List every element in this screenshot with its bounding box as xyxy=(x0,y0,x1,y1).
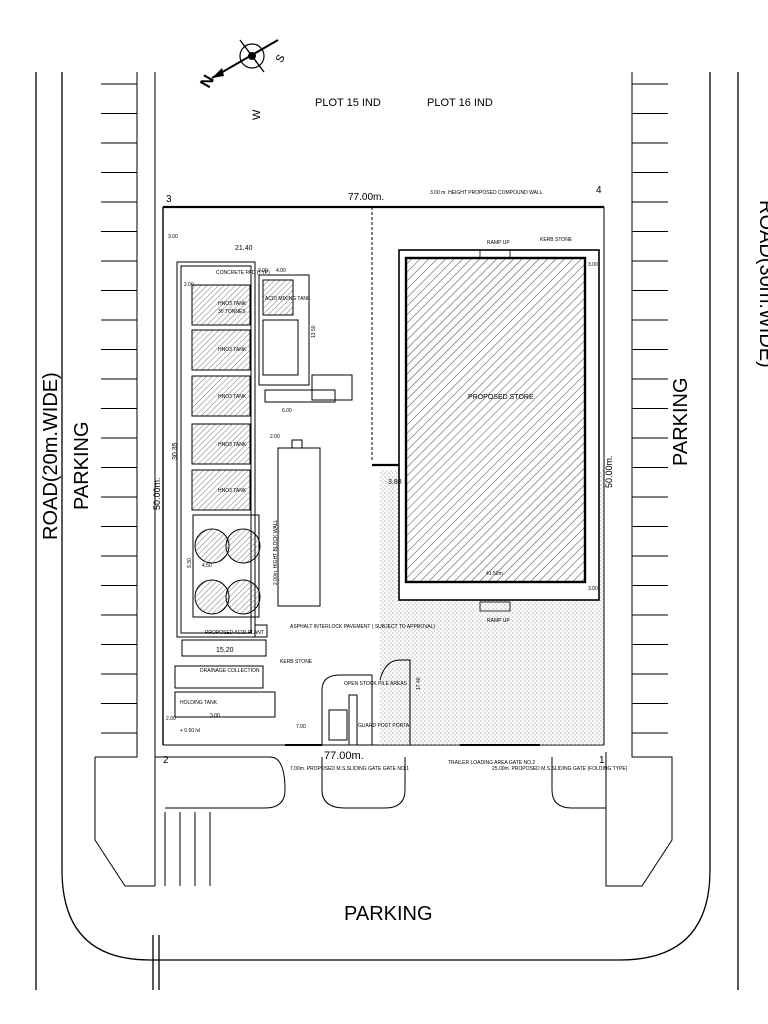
drainage-label: DRAINAGE COLLECTION xyxy=(200,668,260,674)
proposed-store-label: PROPOSED STORE xyxy=(468,394,534,401)
dim-1740: 17.40 xyxy=(416,677,422,690)
tank-2-label: HNO3 TANK xyxy=(218,347,247,353)
open-stock-label: OPEN STOCK PILE AREAS xyxy=(344,681,408,687)
guard-post-label: GUARD POST PORTA xyxy=(358,723,410,729)
dim-700: 7.00 xyxy=(296,724,306,730)
compass-south-label: S xyxy=(274,53,288,65)
parking-bottom-label: PARKING xyxy=(344,903,433,925)
parking-left-label: PARKING xyxy=(71,421,93,510)
dim-tank-depth: 30.35 xyxy=(172,442,179,460)
left-parking-stalls xyxy=(94,72,156,887)
dim-bottom-width: 77.00m. xyxy=(324,750,364,762)
holding-tank-label: HOLDING TANK xyxy=(180,700,218,706)
road-outline xyxy=(35,72,739,990)
dim-300-b: 3.00 xyxy=(588,262,598,268)
compass-west-label: W xyxy=(251,109,263,120)
parking-right-label: PARKING xyxy=(670,377,692,466)
dim-400: 4.00 xyxy=(276,268,286,274)
gate2-label: 25.00m. PROPOSED M.S.SLIDING GATE (FOLDI… xyxy=(492,766,628,772)
corner-2: 2 xyxy=(163,755,169,766)
dim-200-b: 2.00 xyxy=(184,282,194,288)
asphalt-label: ASPHALT INTERLOCK PAVEMENT ( SUBJECT TO … xyxy=(290,624,435,630)
ramp-up-top-label: RAMP UP xyxy=(487,240,510,246)
dim-top-width: 77.00m. xyxy=(348,192,384,203)
gate2-area-label: TRAILER LOADING AREA GATE NO.2 xyxy=(448,760,535,766)
dim-1350: 13.50 xyxy=(311,325,317,338)
gate1-label: 7.00m. PROPOSED M.S.SLIDING GATE GATE NO… xyxy=(290,766,409,772)
gate-area xyxy=(285,659,540,746)
compass-rose-icon xyxy=(211,39,279,79)
corner-3: 3 xyxy=(166,194,172,205)
dim-930: 9.30 xyxy=(187,558,193,568)
dim-block-wall: 21.40 xyxy=(235,245,253,252)
dim-600: 6.00 xyxy=(282,408,292,414)
acid-mixing-label: ACID MIXING TANK xyxy=(265,296,311,302)
tank-3-label: HNO3 TANK xyxy=(218,394,247,400)
dim-tank-width: 15.20 xyxy=(216,647,234,654)
concrete-pad-label: CONCRETE PAD (TYP) xyxy=(216,270,270,276)
corner-1: 1 xyxy=(599,755,605,766)
tank-5-label: HNO3 TANK xyxy=(218,488,247,494)
acid-plant-label: PROPOSED ACID PLANT xyxy=(205,630,264,636)
dim-200-c: 2.00 xyxy=(270,434,280,440)
dim-left-depth: 50.00m. xyxy=(152,477,162,510)
road-left-label: ROAD(20m.WIDE) xyxy=(40,372,62,540)
ramp-up-bottom-label: RAMP UP xyxy=(487,618,510,624)
kerb-stone-top-label: KERB STONE xyxy=(540,237,573,243)
block-wall-label: 2.00m. HIGHT BLOCK WALL xyxy=(273,519,279,585)
tank-capacity-label: 30 TONNES xyxy=(218,309,246,315)
right-parking-stalls xyxy=(605,72,673,887)
plot-16-label: PLOT 16 IND xyxy=(427,97,493,109)
dim-450: 4.50 xyxy=(202,563,212,569)
proposed-store xyxy=(372,249,600,612)
compound-wall-label: 3.00 m. HEIGHT PROPOSED COMPOUND WALL xyxy=(430,190,543,196)
tank-1-label: HNO3 TANK xyxy=(218,301,247,307)
dim-300-a: 3.00 xyxy=(168,234,178,240)
dim-store-width: 41.52m xyxy=(486,571,503,577)
dim-300-c: 3.00 xyxy=(588,586,598,592)
plot-15-label: PLOT 15 IND xyxy=(315,97,381,109)
corner-4: 4 xyxy=(596,185,602,196)
kerb-stone-mid-label: KERB STONE xyxy=(280,659,313,665)
entrance-islands xyxy=(155,756,606,886)
level-label: + 0.50 lvl xyxy=(180,728,200,734)
dim-right-depth: 50.00m. xyxy=(604,455,614,488)
tank-4-label: HNO3 TANK xyxy=(218,442,247,448)
dim-200-a: 2.00 xyxy=(258,268,268,274)
dim-200-d: 2.00 xyxy=(166,716,176,722)
road-right-label: ROAD(30m.WIDE) xyxy=(755,200,768,368)
tank-farm xyxy=(174,261,353,718)
dim-store-gap: 3.88 xyxy=(388,479,402,486)
dim-300-d: 3.00 xyxy=(210,713,220,719)
